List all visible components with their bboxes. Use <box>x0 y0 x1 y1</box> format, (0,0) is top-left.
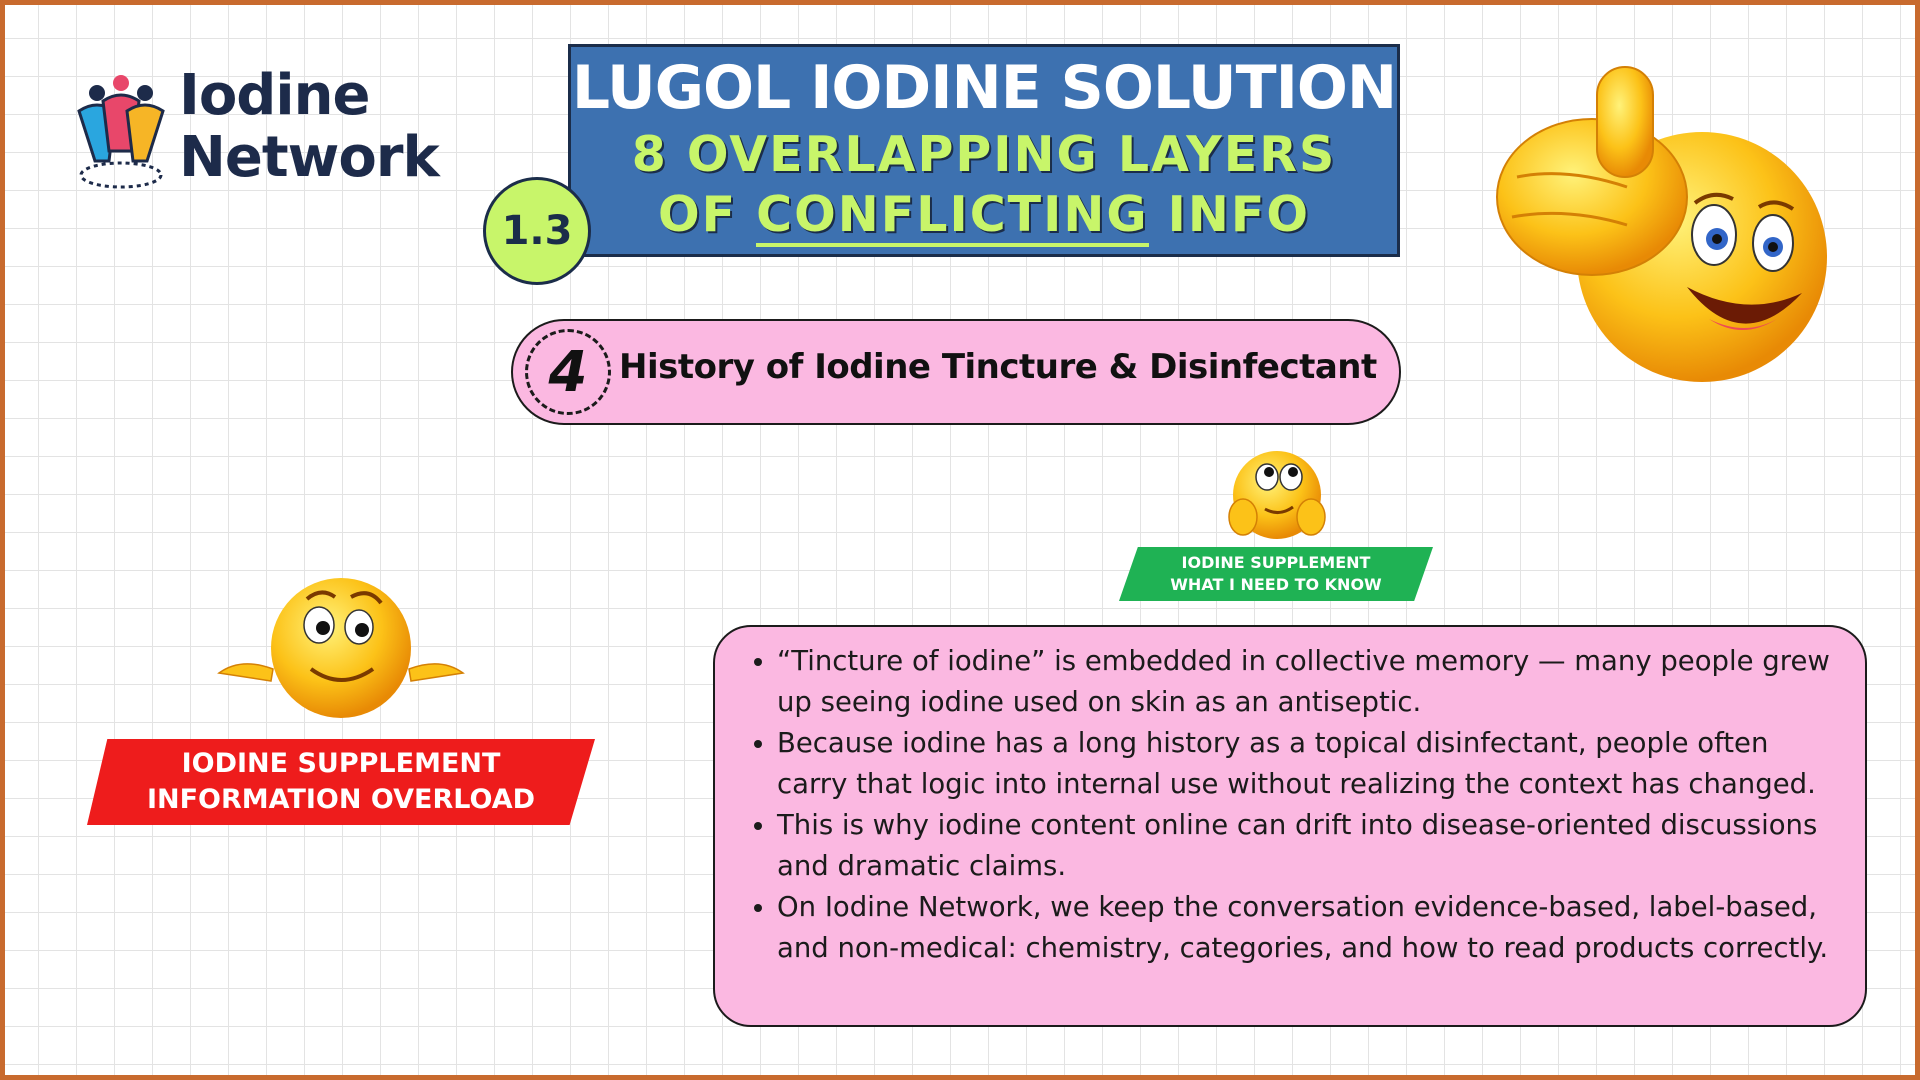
tag-green-line-1: IODINE SUPPLEMENT <box>1181 553 1371 572</box>
section-badge: 1.3 <box>483 177 591 285</box>
title-underlined-word: CONFLICTING <box>756 186 1149 247</box>
bullet-item: This is why iodine content online can dr… <box>777 805 1837 887</box>
bullet-item: Because iodine has a long history as a t… <box>777 723 1837 805</box>
section-title: History of Iodine Tincture & Disinfectan… <box>619 347 1377 387</box>
bullet-list: “Tincture of iodine” is embedded in coll… <box>743 641 1837 969</box>
thumbs-up-emoji-icon <box>1496 66 1827 382</box>
info-panel: “Tincture of iodine” is embedded in coll… <box>713 625 1867 1027</box>
tag-red-line-2: INFORMATION OVERLOAD <box>146 784 536 815</box>
section-number: 4 <box>525 329 611 415</box>
information-overload-tag: IODINE SUPPLEMENT INFORMATION OVERLOAD <box>87 739 595 825</box>
title-line-3-suffix: INFO <box>1148 186 1311 243</box>
bullet-item: “Tincture of iodine” is embedded in coll… <box>777 641 1837 723</box>
shrug-emoji-icon <box>217 578 465 718</box>
logo-line-2: Network <box>179 125 440 190</box>
tag-red-line-1: IODINE SUPPLEMENT <box>181 748 501 779</box>
title-line-3-prefix: OF <box>657 186 757 243</box>
section-heading: 4 History of Iodine Tincture & Disinfect… <box>511 319 1401 425</box>
bullet-item: On Iodine Network, we keep the conversat… <box>777 887 1837 969</box>
title-banner: LUGOL IODINE SOLUTION 8 OVERLAPPING LAYE… <box>568 44 1400 257</box>
logo-line-1: Iodine <box>179 63 370 128</box>
tag-green-line-2: WHAT I NEED TO KNOW <box>1170 575 1382 594</box>
iodine-network-logo[interactable]: Iodine Network <box>71 63 440 193</box>
title-line-2: 8 OVERLAPPING LAYERS <box>631 126 1337 183</box>
title-line-3: OF CONFLICTING INFO <box>571 185 1397 247</box>
thinking-emoji-icon <box>1228 451 1326 539</box>
what-i-need-to-know-tag: IODINE SUPPLEMENT WHAT I NEED TO KNOW <box>1119 547 1433 601</box>
iodine-network-logo-icon <box>77 75 165 189</box>
title-line-1: LUGOL IODINE SOLUTION <box>571 53 1397 123</box>
logo-wordmark: Iodine Network <box>179 63 440 190</box>
